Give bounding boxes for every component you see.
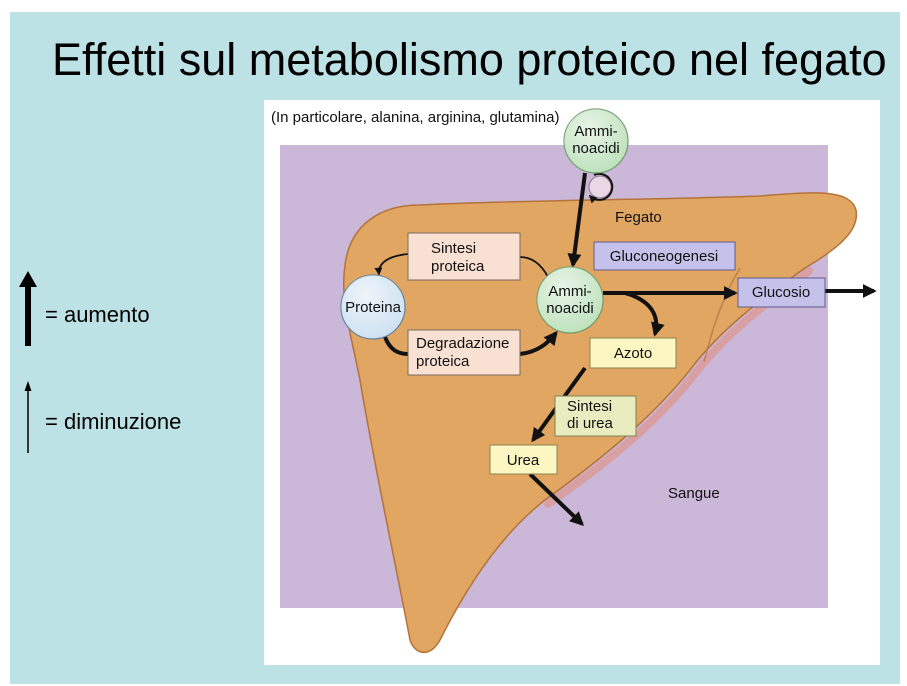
organ-label: Fegato — [615, 209, 662, 226]
amino-acids-liver-node: Ammi- noacidi — [536, 266, 604, 334]
protein-node: Proteina — [340, 274, 406, 340]
liver-diagram: (In particolare, alanina, arginina, glut… — [264, 100, 880, 665]
protein-synthesis-line2: proteica — [431, 258, 485, 275]
arrow-amino-acids-to-nitrogen — [624, 291, 665, 337]
glucose-box: Glucosio — [737, 277, 826, 308]
urea-box: Urea — [489, 444, 558, 475]
urea-label: Urea — [507, 452, 540, 469]
protein-degradation-line1: Degradazione — [416, 335, 509, 352]
legend-decrease-label: = diminuzione — [45, 409, 182, 434]
recycle-icon — [588, 172, 614, 204]
decrease-arrow-icon — [24, 381, 32, 453]
gluconeogenesis-label: Gluconeogenesi — [610, 248, 718, 265]
protein-degradation-line2: proteica — [416, 353, 470, 370]
protein-label: Proteina — [345, 299, 402, 316]
protein-degradation-box: Degradazione proteica — [407, 329, 521, 376]
arrow-amino-acids-to-synthesis — [519, 256, 549, 278]
amino-acids-input-line2: noacidi — [572, 140, 620, 157]
arrow-degradation-to-amino-acids — [519, 330, 558, 356]
legend-increase-label: = aumento — [45, 302, 150, 327]
amino-acids-input-line1: Ammi- — [574, 123, 617, 140]
blood-label: Sangue — [668, 485, 720, 502]
urea-synthesis-line1: Sintesi — [567, 398, 612, 415]
arrow-synthesis-to-protein — [374, 253, 409, 276]
protein-synthesis-box: Sintesi proteica — [407, 232, 521, 281]
gluconeogenesis-box: Gluconeogenesi — [593, 241, 736, 271]
amino-acids-liver-line2: noacidi — [546, 300, 594, 317]
nitrogen-box: Azoto — [589, 337, 677, 369]
amino-acids-liver-line1: Ammi- — [548, 283, 591, 300]
amino-acids-input-node: Ammi- noacidi — [563, 108, 629, 174]
arrow-protein-to-degradation — [383, 336, 409, 356]
protein-synthesis-line1: Sintesi — [431, 240, 476, 257]
liver-lobe-line — [703, 267, 741, 363]
page-title: Effetti sul metabolismo proteico nel feg… — [52, 34, 887, 85]
urea-synthesis-line2: di urea — [567, 415, 614, 432]
urea-synthesis-box: Sintesi di urea — [554, 395, 637, 437]
nitrogen-label: Azoto — [614, 345, 652, 362]
increase-arrow-icon — [19, 271, 37, 346]
arrow-input-to-liver-amino-acids — [567, 172, 587, 268]
amino-acids-note: (In particolare, alanina, arginina, glut… — [271, 109, 560, 126]
arrow-urea-to-blood — [528, 472, 585, 526]
glucose-label: Glucosio — [752, 284, 810, 301]
